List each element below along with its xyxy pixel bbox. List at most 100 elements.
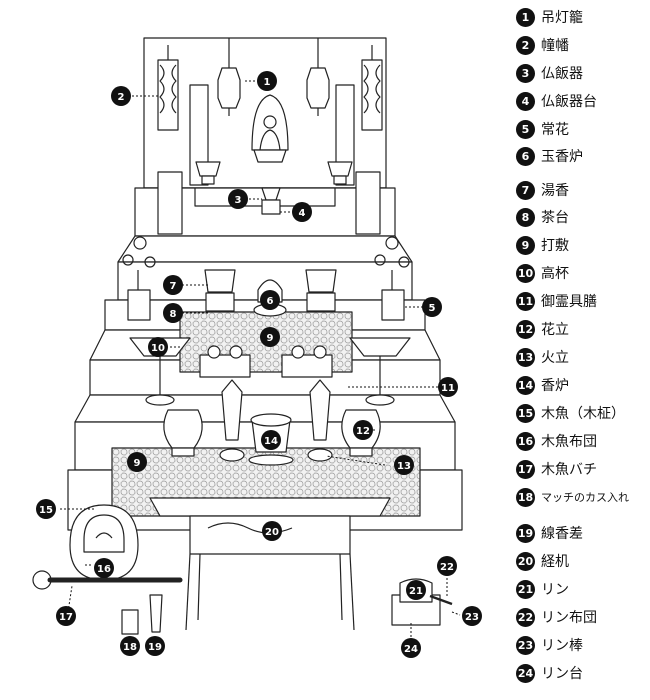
legend-item: 3 仏飯器 [516, 62, 583, 84]
callout-17: 17 [56, 606, 76, 626]
svg-text:17: 17 [59, 612, 73, 623]
legend-number: 3 [516, 63, 535, 83]
callout-4: 4 [292, 202, 312, 222]
callout-20: 20 [262, 521, 282, 541]
legend-number: 21 [516, 579, 535, 599]
legend-label: マッチのカス入れ [541, 491, 629, 504]
legend-label: 茶台 [541, 210, 569, 226]
svg-text:3: 3 [235, 195, 242, 206]
lotus-flower-right [374, 236, 410, 321]
legend-number: 20 [516, 551, 535, 571]
svg-text:7: 7 [170, 281, 177, 292]
legend-label: 高杯 [541, 266, 569, 282]
callout-11: 11 [438, 377, 458, 397]
callout-18: 18 [120, 636, 140, 656]
svg-text:5: 5 [429, 303, 436, 314]
callout-5: 5 [422, 297, 442, 317]
svg-text:13: 13 [397, 461, 411, 472]
legend-number: 9 [516, 235, 535, 255]
callout-22: 22 [437, 556, 457, 576]
mokugyo-mallet [32, 570, 183, 590]
legend-label: 経机 [541, 554, 569, 570]
callout-3: 3 [228, 189, 248, 209]
legend-item: 10 高杯 [516, 262, 569, 284]
legend-number: 11 [516, 291, 535, 311]
legend-number: 22 [516, 607, 535, 627]
svg-text:4: 4 [299, 208, 306, 219]
svg-text:2: 2 [118, 92, 125, 103]
legend-label: 湯香 [541, 183, 569, 199]
legend-label: 御霊具膳 [541, 294, 597, 310]
callout-10: 10 [148, 337, 168, 357]
legend-item: 11 御霊具膳 [516, 290, 597, 312]
callout-1: 1 [257, 71, 277, 91]
legend-number: 12 [516, 319, 535, 339]
tea-cup-left [204, 269, 236, 312]
legend-label: リン台 [541, 666, 583, 682]
legend-label: 木魚（木柾） [541, 406, 625, 422]
legend-item: 16 木魚布団 [516, 430, 597, 452]
legend-item: 22 リン布団 [516, 606, 597, 628]
candle-holder-left [219, 379, 245, 462]
svg-text:10: 10 [151, 343, 165, 354]
legend-label: 幢幡 [541, 38, 569, 54]
rice-bowl-stand-right [327, 161, 353, 185]
svg-text:21: 21 [409, 586, 423, 597]
pillars [157, 84, 381, 235]
callout-12: 12 [353, 420, 373, 440]
svg-text:16: 16 [97, 564, 111, 575]
rice-bowl-center [261, 187, 281, 215]
legend-number: 16 [516, 431, 535, 451]
svg-text:11: 11 [441, 383, 455, 394]
svg-text:9: 9 [134, 458, 141, 469]
mokugyo [83, 514, 125, 553]
callout-8: 8 [163, 303, 183, 323]
legend-number: 2 [516, 35, 535, 55]
flower-vase-left [163, 409, 203, 457]
legend-number: 10 [516, 263, 535, 283]
svg-text:23: 23 [465, 612, 479, 623]
legend-number: 15 [516, 403, 535, 423]
legend-label: 火立 [541, 350, 569, 366]
legend-label: 木魚バチ [541, 462, 597, 478]
legend-number: 14 [516, 375, 535, 395]
legend-label: 仏飯器 [541, 66, 583, 82]
callout-9-lower: 9 [127, 452, 147, 472]
incense-holder [149, 594, 163, 633]
tall-cup-right [349, 337, 411, 406]
legend-number: 5 [516, 119, 535, 139]
legend-label: 吊灯籠 [541, 10, 583, 26]
match-container [121, 609, 139, 635]
legend-label: 木魚布団 [541, 434, 597, 450]
legend-item: 1 吊灯籠 [516, 6, 583, 28]
legend-label: リン棒 [541, 638, 583, 654]
incense-burner [248, 413, 294, 466]
legend-item: 20 経机 [516, 550, 569, 572]
offering-dishes [199, 345, 333, 378]
callout-23: 23 [462, 606, 482, 626]
legend-item: 8 茶台 [516, 206, 569, 228]
svg-text:19: 19 [148, 642, 162, 653]
legend-number: 1 [516, 7, 535, 27]
legend-label: リン布団 [541, 610, 597, 626]
sutra-desk [149, 497, 391, 631]
legend-number: 8 [516, 207, 535, 227]
callout-6: 6 [260, 290, 280, 310]
svg-text:24: 24 [404, 644, 418, 655]
hanging-lantern-left [217, 38, 241, 116]
buddha-statue [251, 94, 289, 163]
legend-number: 6 [516, 146, 535, 166]
callout-14: 14 [261, 430, 281, 450]
svg-text:12: 12 [356, 426, 370, 437]
callout-2: 2 [111, 86, 131, 106]
legend-label: 線香差 [541, 526, 583, 542]
legend-number: 24 [516, 663, 535, 683]
legend-number: 17 [516, 459, 535, 479]
legend-item: 2 幢幡 [516, 34, 569, 56]
callout-19: 19 [145, 636, 165, 656]
